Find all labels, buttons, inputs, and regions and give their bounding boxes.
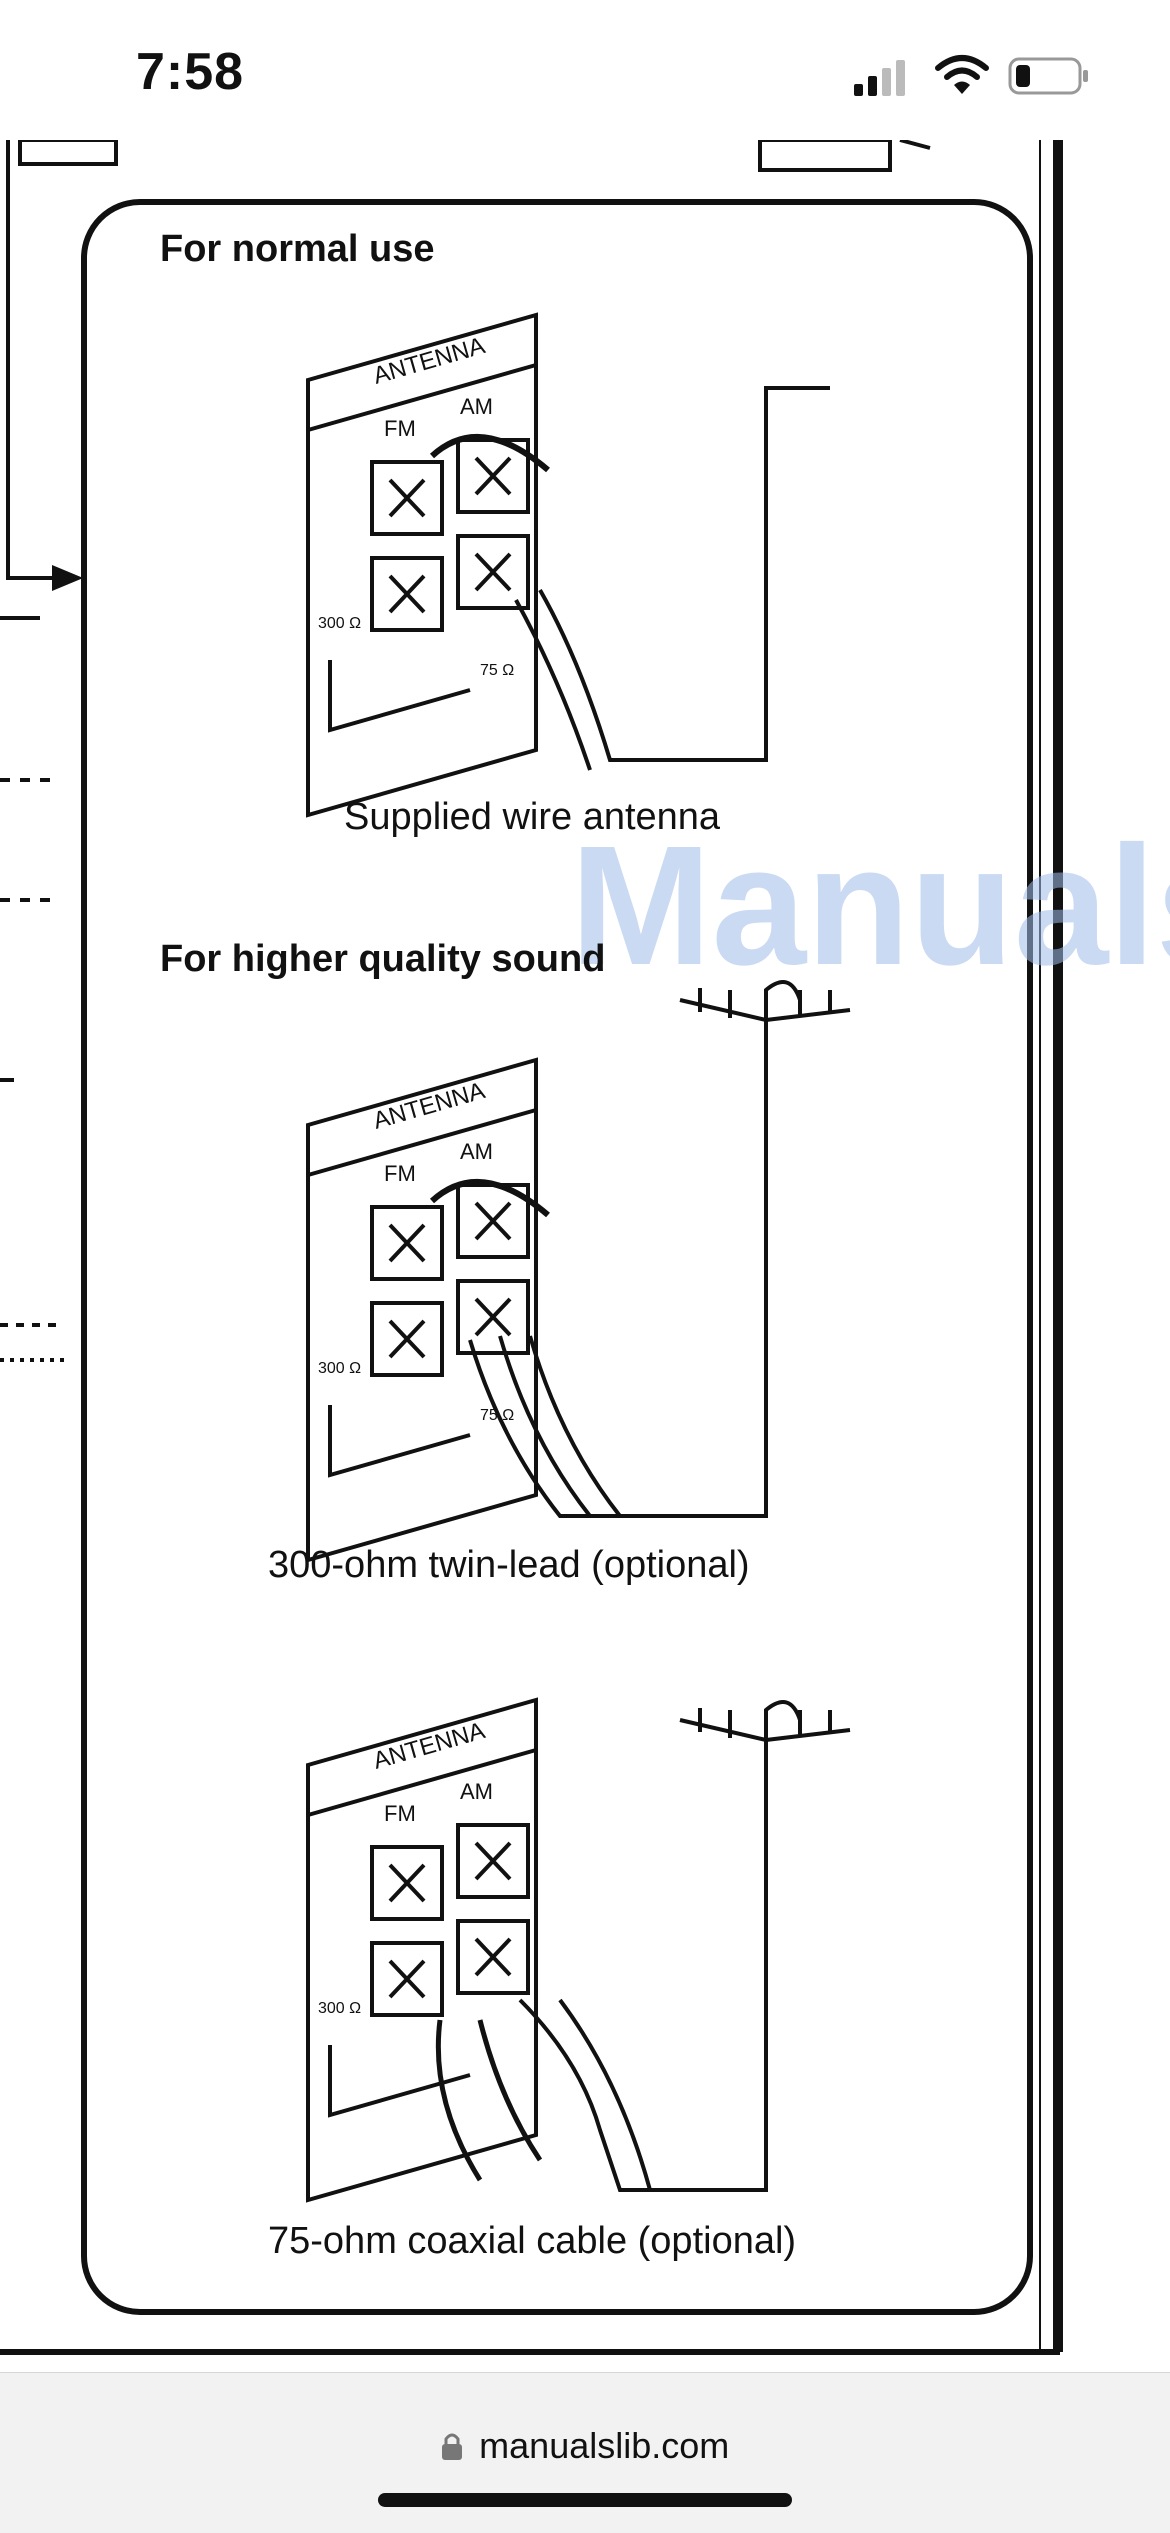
caption-supplied-wire-antenna: Supplied wire antenna — [344, 796, 721, 838]
wifi-icon — [935, 55, 989, 94]
panel1-antenna-label: ANTENNA — [370, 332, 488, 390]
caption-coaxial-cable: 75-ohm coaxial cable (optional) — [268, 2220, 797, 2262]
caption-twin-lead: 300-ohm twin-lead (optional) — [268, 1544, 750, 1586]
antenna-panel-3 — [306, 1697, 851, 2203]
panel1-fm-label: FM — [384, 416, 416, 441]
antenna-panel-1 — [306, 312, 830, 818]
heading-normal-use: For normal use — [160, 228, 435, 270]
top-tab-right — [758, 140, 892, 172]
panel2-antenna-label: ANTENNA — [370, 1077, 488, 1135]
manual-illustration: ANTENNA FM AM 300 Ω 75 Ω ANTENNA FM A — [0, 140, 1063, 2355]
cellular-signal-icon — [854, 60, 905, 96]
panel3-300ohm-label: 300 Ω — [318, 2000, 361, 2017]
panel2-75ohm-label: 75 Ω — [480, 1407, 514, 1424]
panel3-antenna-label: ANTENNA — [370, 1717, 488, 1775]
address-bar[interactable]: manualslib.com — [0, 2425, 1170, 2467]
status-bar: 7:58 — [0, 0, 1170, 140]
watermark: Manuals — [570, 811, 1170, 1001]
top-tab-left — [18, 140, 118, 166]
antenna-mast-3 — [679, 1700, 851, 1742]
heading-higher-quality: For higher quality sound — [160, 938, 606, 980]
antenna-mast-2 — [679, 980, 851, 1022]
panel3-fm-label: FM — [384, 1801, 416, 1826]
content-panel — [81, 199, 1033, 2315]
browser-bar: manualslib.com — [0, 2372, 1170, 2533]
panel3-am-label: AM — [460, 1779, 493, 1804]
url-text: manualslib.com — [479, 2425, 730, 2466]
panel1-am-label: AM — [460, 394, 493, 419]
panel1-300ohm-label: 300 Ω — [318, 615, 361, 632]
status-time: 7:58 — [136, 43, 245, 101]
panel2-am-label: AM — [460, 1139, 493, 1164]
panel2-fm-label: FM — [384, 1161, 416, 1186]
battery-icon — [1008, 57, 1088, 95]
left-bracket-line — [6, 140, 66, 580]
panel1-75ohm-label: 75 Ω — [480, 662, 514, 679]
arrow-head — [52, 565, 84, 591]
document-view[interactable]: ANTENNA FM AM 300 Ω 75 Ω ANTENNA FM A — [0, 140, 1170, 2372]
antenna-panel-2 — [306, 980, 851, 1563]
lock-icon — [441, 2433, 462, 2460]
panel2-300ohm-label: 300 Ω — [318, 1360, 361, 1377]
home-indicator[interactable] — [378, 2493, 792, 2507]
